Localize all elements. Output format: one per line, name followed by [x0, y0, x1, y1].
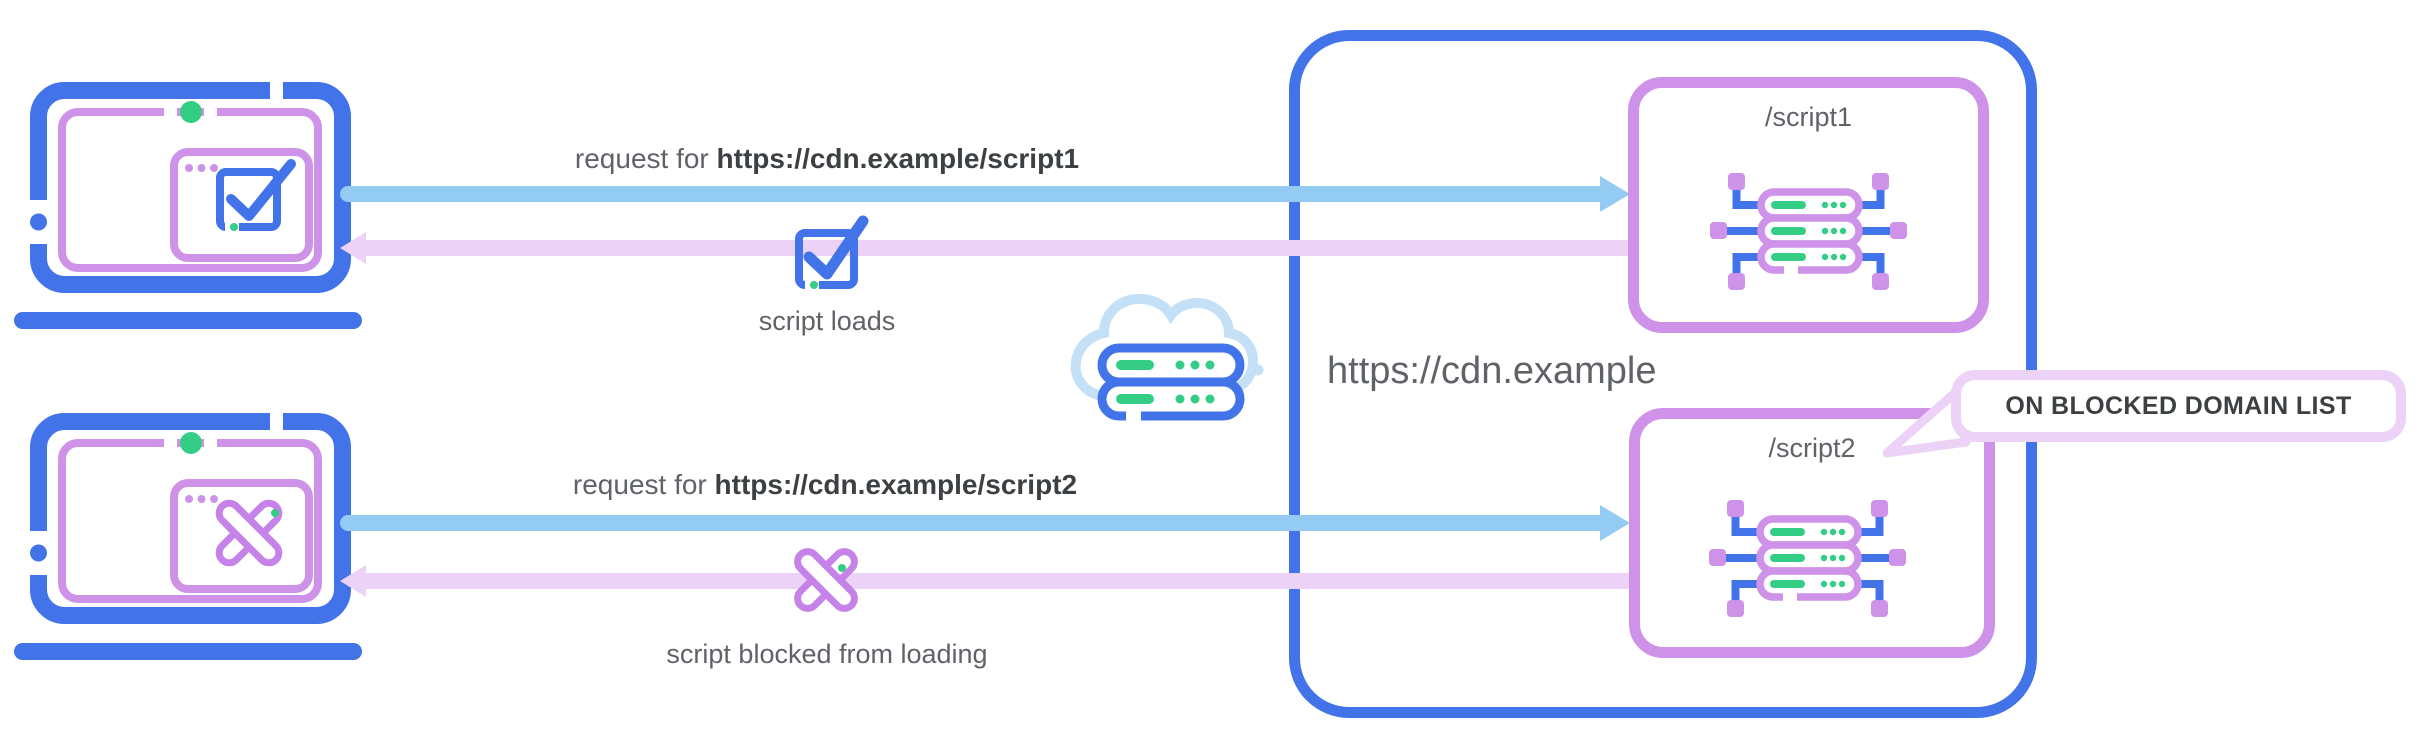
request-url: https://cdn.example/script1 — [716, 143, 1080, 174]
checkbox-check-icon — [216, 159, 296, 233]
request-arrowhead-script1 — [1600, 176, 1630, 212]
script2-label: /script2 — [1768, 433, 1856, 463]
cloud-server-icon — [1070, 293, 1264, 421]
response-arrow-script2 — [366, 573, 1630, 589]
script-loads-check-icon — [795, 215, 869, 290]
callout-label: ON BLOCKED DOMAIN LIST — [2005, 391, 2352, 420]
laptop-allowed-icon — [14, 82, 362, 329]
request-label-script1: request for https://cdn.example/script1 — [575, 142, 1079, 176]
script2-server-icon — [1709, 500, 1906, 617]
cdn-domain-label: https://cdn.example — [1327, 350, 1657, 392]
script1-label: /script1 — [1764, 102, 1853, 132]
response-arrowhead-script1 — [340, 232, 366, 264]
request-prefix: request for — [574, 143, 717, 174]
request-prefix: request for — [572, 469, 715, 500]
request-label-script2: request for https://cdn.example/script2 — [573, 468, 1077, 502]
request-arrow-script1 — [340, 186, 1600, 202]
script1-server-icon — [1710, 173, 1907, 290]
response-arrowhead-script2 — [340, 565, 366, 597]
script-loads-caption: script loads — [758, 306, 896, 336]
response-arrow-script1 — [366, 240, 1630, 256]
script-blocked-caption: script blocked from loading — [666, 639, 988, 669]
request-url: https://cdn.example/script2 — [714, 469, 1078, 500]
request-arrow-script2 — [340, 515, 1600, 531]
blocked-x-icon — [215, 499, 283, 567]
blocked-domain-callout: ON BLOCKED DOMAIN LIST — [1951, 370, 2406, 442]
script-blocked-x-icon — [794, 548, 858, 612]
laptop-blocked-icon — [14, 413, 362, 660]
request-arrowhead-script2 — [1600, 505, 1630, 541]
